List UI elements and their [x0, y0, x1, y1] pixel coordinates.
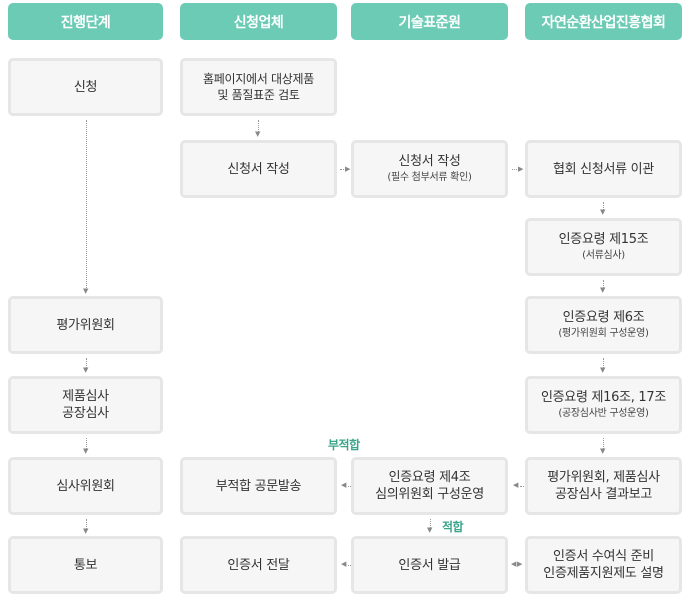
- arrow-left-icon: ◀: [341, 560, 347, 568]
- header-kats: 기술표준원: [351, 3, 508, 40]
- connector-line: [512, 169, 519, 170]
- connector-line: [348, 486, 351, 487]
- arrow-down-icon: ▼: [83, 447, 89, 455]
- arrow-right-icon: ▶: [517, 560, 523, 568]
- connector-line: [603, 280, 604, 288]
- box-write: 신청서 작성: [180, 140, 337, 198]
- box-art16: 인증요령 제16조, 17조(공장심사반 구성운영): [525, 376, 682, 434]
- connector-line: [86, 438, 87, 449]
- header-stage: 진행단계: [8, 3, 163, 40]
- box-reject: 부적합 공문발송: [180, 457, 337, 515]
- arrow-down-icon: ▼: [83, 366, 89, 374]
- box-kats-write: 신청서 작성(필수 첨부서류 확인): [351, 140, 508, 198]
- connector-line: [86, 120, 87, 288]
- connector-line: [348, 565, 351, 566]
- box-art15: 인증요령 제15조(서류심사): [525, 218, 682, 276]
- label-pass: 적합: [442, 520, 464, 534]
- connector-line: [430, 519, 431, 528]
- arrow-left-icon: ◀: [513, 481, 519, 489]
- box-notify: 통보: [8, 536, 163, 594]
- box-eval: 평가위원회: [8, 296, 163, 354]
- box-art6: 인증요령 제6조(평가위원회 구성운영): [525, 296, 682, 354]
- arrow-down-icon: ▼: [83, 287, 89, 295]
- connector-line: [603, 438, 604, 449]
- box-apply: 신청: [8, 58, 163, 116]
- header-association: 자연순환산업진흥협회: [525, 3, 682, 40]
- connector-line: [258, 120, 259, 132]
- arrow-down-icon: ▼: [427, 526, 433, 534]
- header-applicant: 신청업체: [180, 3, 337, 40]
- connector-line: [86, 358, 87, 368]
- arrow-right-icon: ▶: [518, 165, 524, 173]
- arrow-down-icon: ▼: [600, 208, 606, 216]
- label-fail: 부적합: [328, 438, 360, 452]
- box-deliver: 인증서 전달: [180, 536, 337, 594]
- arrow-down-icon: ▼: [600, 286, 606, 294]
- connector-line: [86, 519, 87, 529]
- connector-line: [340, 169, 346, 170]
- connector-line: [603, 202, 604, 210]
- arrow-left-icon: ◀: [341, 481, 347, 489]
- box-issue: 인증서 발급: [351, 536, 508, 594]
- arrow-right-icon: ▶: [345, 165, 351, 173]
- arrow-left-icon: ◀: [511, 560, 517, 568]
- box-review-committee: 심사위원회: [8, 457, 163, 515]
- arrow-down-icon: ▼: [600, 366, 606, 374]
- arrow-down-icon: ▼: [255, 130, 261, 138]
- box-transfer: 협회 신청서류 이관: [525, 140, 682, 198]
- arrow-down-icon: ▼: [600, 447, 606, 455]
- connector-line: [520, 486, 524, 487]
- arrow-down-icon: ▼: [83, 527, 89, 535]
- connector-line: [603, 358, 604, 368]
